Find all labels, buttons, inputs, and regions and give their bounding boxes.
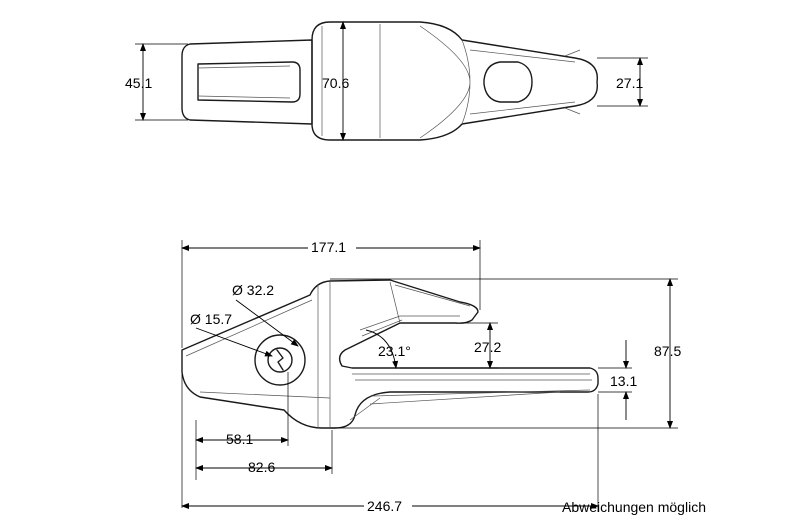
top-view-tip-detail xyxy=(564,49,581,115)
side-view: Ø 32.2 Ø 15.7 177.1 23.1° 27.2 87.5 13.1 xyxy=(181,238,681,515)
top-view-mid-detail xyxy=(321,24,471,139)
dim-pin-small: Ø 15.7 xyxy=(190,311,232,327)
pin-circle-small xyxy=(267,347,293,373)
side-view-lower-detail xyxy=(199,373,592,421)
top-view-tongue-slot xyxy=(483,61,533,103)
leader-15-7 xyxy=(195,327,273,357)
dim-width-tip: 27.1 xyxy=(616,75,643,91)
dim-angle: 23.1° xyxy=(378,343,411,359)
angle-arc xyxy=(365,329,399,369)
leader-32-2 xyxy=(235,299,299,347)
dim-width-rear: 45.1 xyxy=(125,75,152,91)
dim-total-length: 246.7 xyxy=(367,498,402,514)
dim-length-upper: 177.1 xyxy=(311,239,346,255)
dim-pocket-height: 27.2 xyxy=(474,339,501,355)
top-view: 45.1 70.6 27.1 xyxy=(125,21,648,141)
top-view-mid-body xyxy=(311,21,599,141)
top-view-tongue-detail xyxy=(469,49,576,115)
label-bg-246 xyxy=(364,497,412,515)
dim-pin-offset-1: 58.1 xyxy=(226,431,253,447)
dim-pin-large: Ø 32.2 xyxy=(232,282,274,298)
dim-width-mid: 70.6 xyxy=(322,75,349,91)
side-view-outline xyxy=(181,279,599,429)
dim-tongue-height: 13.1 xyxy=(610,373,637,389)
dim-pin-offset-2: 82.6 xyxy=(248,459,275,475)
label-bg-177 xyxy=(308,238,356,256)
side-view-upper-detail xyxy=(185,281,471,428)
deviation-note: Abweichungen möglich xyxy=(562,499,706,515)
dim-total-height: 87.5 xyxy=(654,343,681,359)
top-view-slot-detail xyxy=(197,65,291,99)
pin-circle-large xyxy=(254,334,306,386)
pin-marker xyxy=(276,349,284,371)
top-view-slot xyxy=(197,61,301,103)
top-view-rear-block xyxy=(181,39,313,125)
